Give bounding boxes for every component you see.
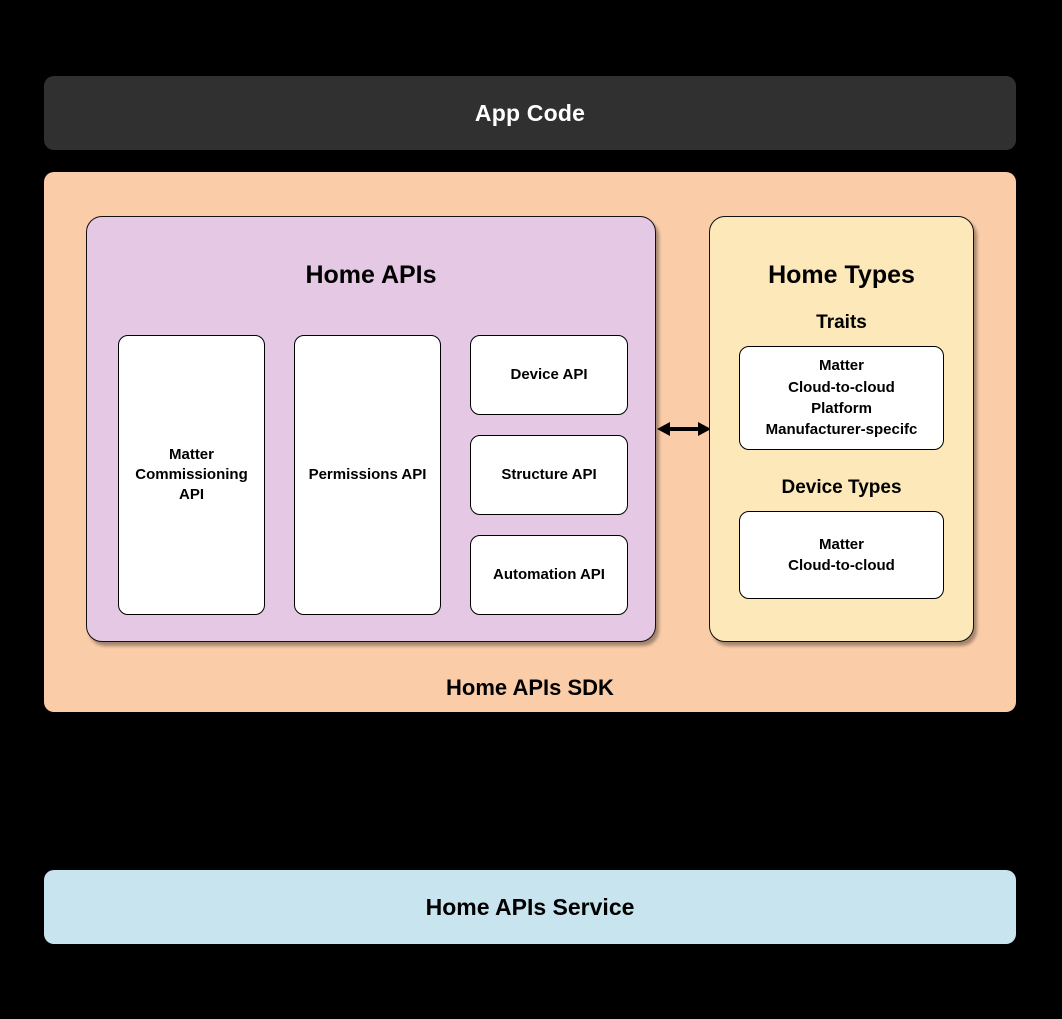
card-permissions-api: Permissions API <box>294 335 441 615</box>
card-traits-list: Matter Cloud-to-cloud Platform Manufactu… <box>739 346 944 450</box>
home-apis-card-row: Matter Commissioning API Permissions API… <box>118 335 628 615</box>
app-code-label: App Code <box>474 99 586 126</box>
home-apis-sdk-container: Home APIs Matter Commissioning API Permi… <box>44 172 1016 712</box>
traits-heading: Traits <box>816 312 867 333</box>
device-types-heading: Device Types <box>781 477 902 498</box>
card-device-types-list: Matter Cloud-to-cloud <box>739 511 944 599</box>
home-types-panel: Home Types Traits Matter Cloud-to-cloud … <box>709 216 974 642</box>
home-types-title: Home Types <box>768 261 915 289</box>
home-apis-card-stack: Device API Structure API Automation API <box>470 335 628 615</box>
home-apis-service-label: Home APIs Service <box>425 893 635 920</box>
home-apis-service-block: Home APIs Service <box>44 870 1016 944</box>
card-automation-api: Automation API <box>470 535 628 615</box>
home-apis-sdk-label: Home APIs SDK <box>446 675 614 700</box>
card-matter-commissioning-api: Matter Commissioning API <box>118 335 265 615</box>
home-apis-panel: Home APIs Matter Commissioning API Permi… <box>86 216 656 642</box>
bidirectional-arrow-icon <box>657 415 711 443</box>
home-apis-title: Home APIs <box>305 261 437 289</box>
card-structure-api: Structure API <box>470 435 628 515</box>
app-code-block: App Code <box>44 76 1016 150</box>
card-device-api: Device API <box>470 335 628 415</box>
